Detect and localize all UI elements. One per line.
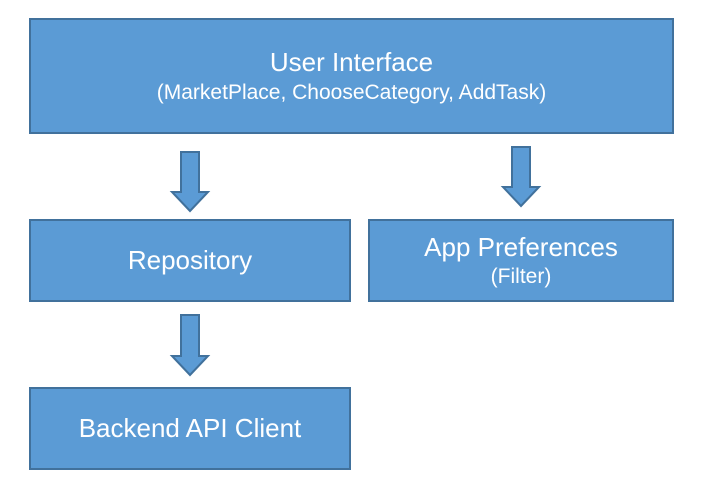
backend-api-client-box: Backend API Client <box>29 387 351 470</box>
app-preferences-title: App Preferences <box>424 231 618 262</box>
app-preferences-subtitle: (Filter) <box>490 265 552 289</box>
app-preferences-box: App Preferences (Filter) <box>368 219 674 302</box>
repository-box: Repository <box>29 219 351 302</box>
user-interface-title: User Interface <box>269 47 434 78</box>
repository-title: Repository <box>127 245 253 276</box>
arrow-ui-to-repository <box>169 151 211 213</box>
user-interface-subtitle: (MarketPlace, ChooseCategory, AddTask) <box>156 80 547 104</box>
arrow-ui-to-app-preferences <box>500 146 542 208</box>
arrow-repository-to-backend <box>169 314 211 377</box>
backend-api-client-title: Backend API Client <box>78 413 302 444</box>
user-interface-box: User Interface (MarketPlace, ChooseCateg… <box>29 18 674 134</box>
